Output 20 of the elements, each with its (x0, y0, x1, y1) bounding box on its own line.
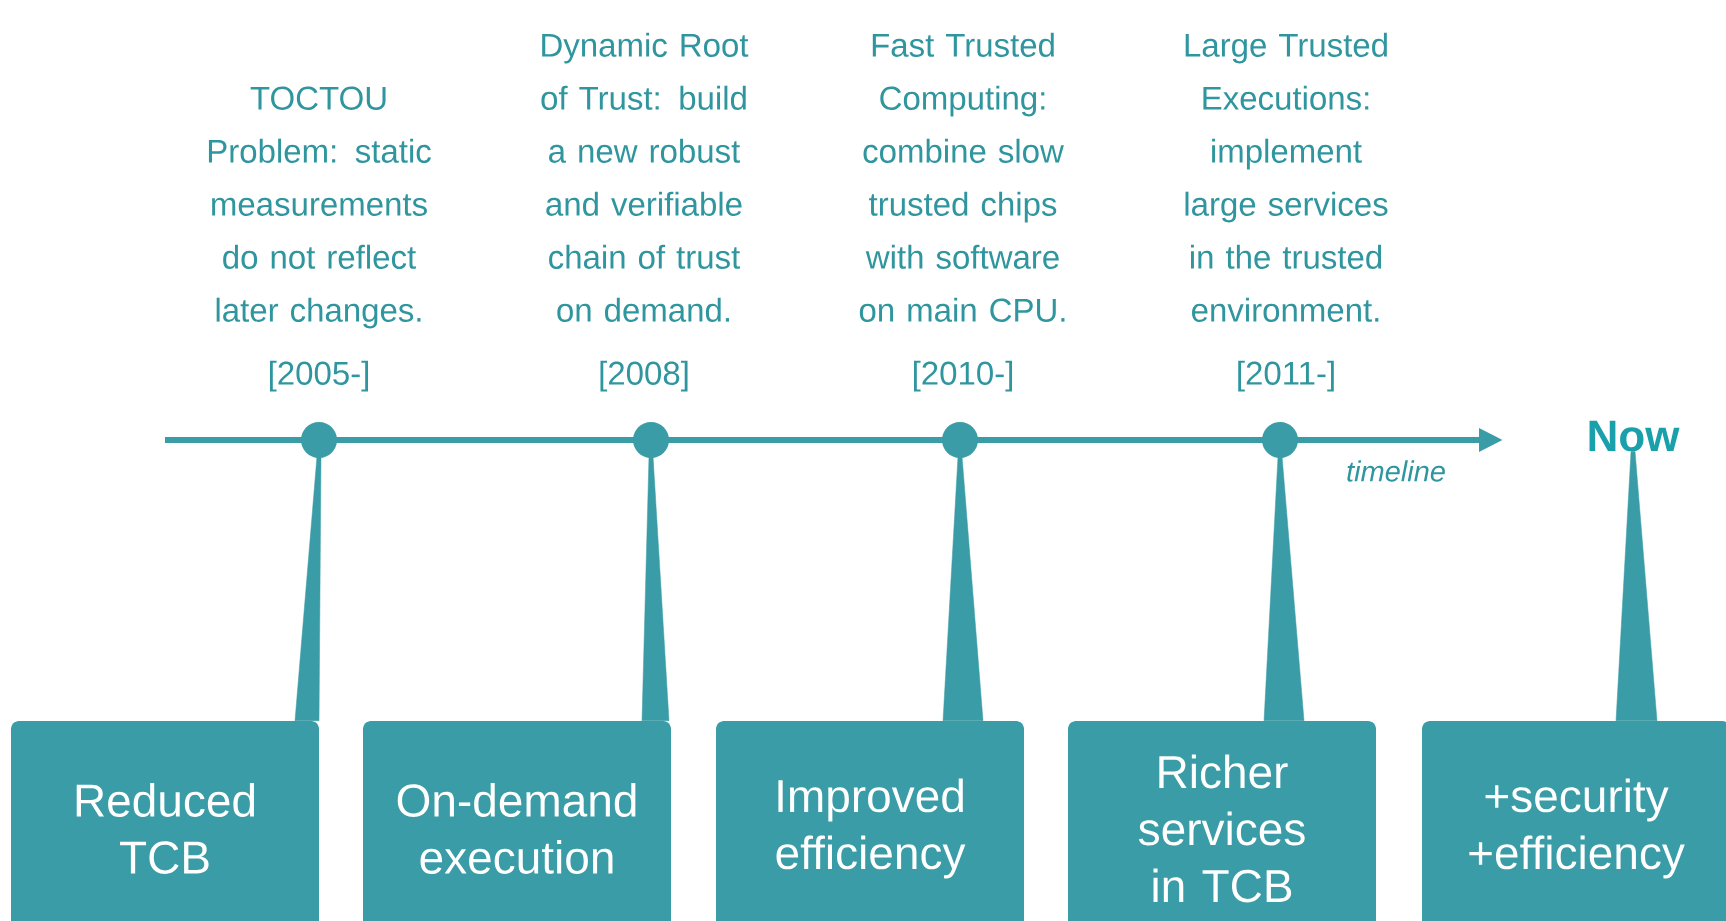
timeline-dot (1262, 422, 1298, 458)
event-description: Fast Trusted Computing: combine slow trusted chips with software on main CPU. [2010-] (859, 32, 1065, 392)
callout-wedge (294, 455, 322, 722)
timeline-dot (301, 422, 337, 458)
result-box: Improved efficiency (716, 721, 1024, 921)
result-box: On-demand execution (363, 721, 671, 921)
result-box: Reduced TCB (11, 721, 319, 921)
event-description: Large Trusted Executions: implement large services in the trusted environment. [2011-] (1185, 32, 1388, 392)
event-description: TOCTOU Problem: static measurements do not reflect later changes. [2005-] (208, 86, 431, 392)
now-label: Now (1589, 420, 1680, 452)
timeline-dot (633, 422, 669, 458)
callout-wedge (942, 455, 984, 722)
result-box: +security +efficiency (1422, 721, 1726, 921)
event-description: Dynamic Root of Trust: build a new robust and verifiable chain of trust on demand. [2008] (541, 32, 749, 392)
callout-wedge (641, 455, 670, 722)
timeline-dot (942, 422, 978, 458)
callout-wedge (1263, 455, 1305, 722)
result-box: Richer services in TCB (1068, 721, 1376, 921)
axis-label: timeline (1347, 460, 1445, 482)
callout-wedge (1615, 451, 1658, 722)
